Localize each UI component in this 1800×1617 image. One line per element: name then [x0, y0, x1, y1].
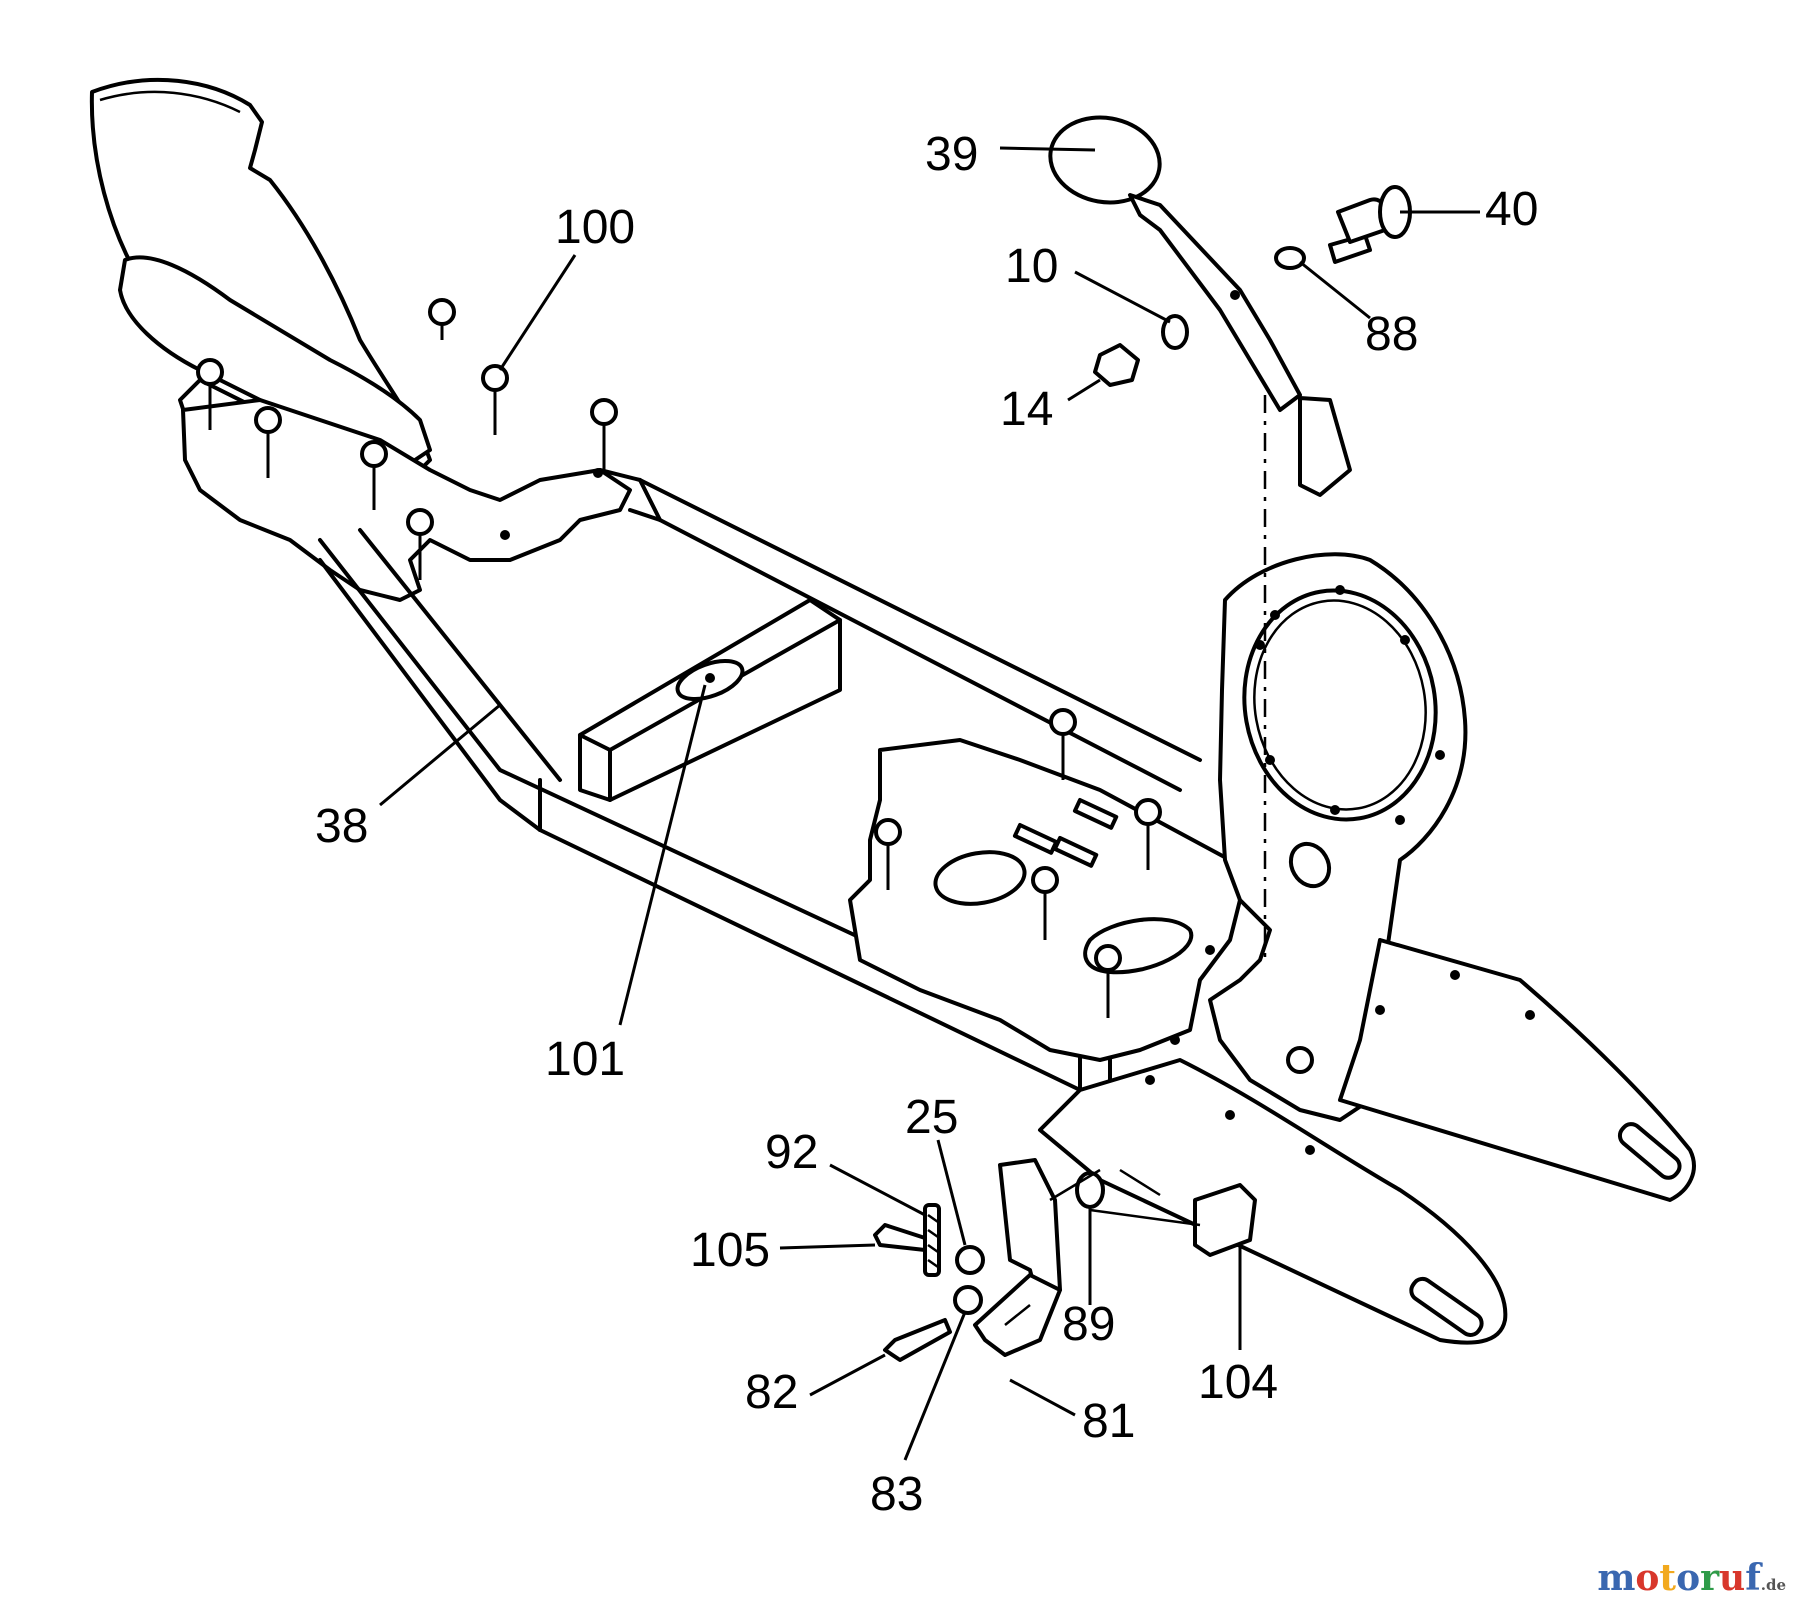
leader-lines	[379, 146, 1480, 1461]
leader-25	[936, 1139, 967, 1246]
leader-101	[618, 684, 707, 1026]
leader-39	[999, 146, 1096, 152]
part-label-88: 88	[1365, 308, 1418, 361]
watermark-letter: m	[1597, 1557, 1636, 1599]
control-lever	[1048, 115, 1352, 960]
watermark-letter: u	[1719, 1557, 1746, 1599]
leader-81	[1009, 1378, 1076, 1417]
part-labels: 39 40 10 88 14 100 101 38 25 92 105 89 1…	[315, 128, 1538, 1521]
part-label-105: 105	[690, 1224, 770, 1277]
part-label-101: 101	[545, 1033, 625, 1086]
leader-105	[779, 1243, 876, 1250]
watermark-logo: motoruf.de	[1597, 1557, 1786, 1599]
watermark-letter: o	[1676, 1557, 1701, 1599]
skid-plate-right	[1338, 938, 1696, 1202]
watermark-letter: t	[1659, 1557, 1677, 1599]
lever-hardware	[1093, 185, 1412, 387]
leader-82	[809, 1353, 886, 1397]
leader-10	[1074, 270, 1171, 324]
part-label-39: 39	[925, 128, 978, 181]
leader-88	[1299, 260, 1371, 320]
watermark-letter: o	[1635, 1557, 1660, 1599]
part-label-40: 40	[1485, 183, 1538, 236]
part-label-38: 38	[315, 800, 368, 853]
leader-14	[1067, 378, 1101, 402]
part-label-104: 104	[1198, 1356, 1278, 1409]
part-label-81: 81	[1082, 1395, 1135, 1448]
part-label-25: 25	[905, 1091, 958, 1144]
leader-100	[498, 254, 577, 371]
gear-housing-plate	[1208, 552, 1468, 1122]
watermark-tld: .de	[1760, 1576, 1786, 1594]
part-label-89: 89	[1062, 1298, 1115, 1351]
watermark-brand: motoruf	[1597, 1557, 1760, 1599]
mounting-plate	[181, 298, 632, 602]
leader-83	[903, 1311, 967, 1461]
leader-38	[379, 703, 501, 807]
part-label-14: 14	[1000, 383, 1053, 436]
skid-plate-left	[1038, 1058, 1508, 1345]
deck-plate	[848, 708, 1242, 1062]
part-label-92: 92	[765, 1126, 818, 1179]
watermark-letter: f	[1745, 1557, 1761, 1599]
part-label-100: 100	[555, 201, 635, 254]
part-label-83: 83	[870, 1468, 923, 1521]
part-label-82: 82	[745, 1366, 798, 1419]
leader-92	[829, 1163, 926, 1217]
watermark-letter: r	[1700, 1557, 1720, 1599]
lower-hardware	[873, 1158, 1257, 1362]
part-label-10: 10	[1005, 240, 1058, 293]
